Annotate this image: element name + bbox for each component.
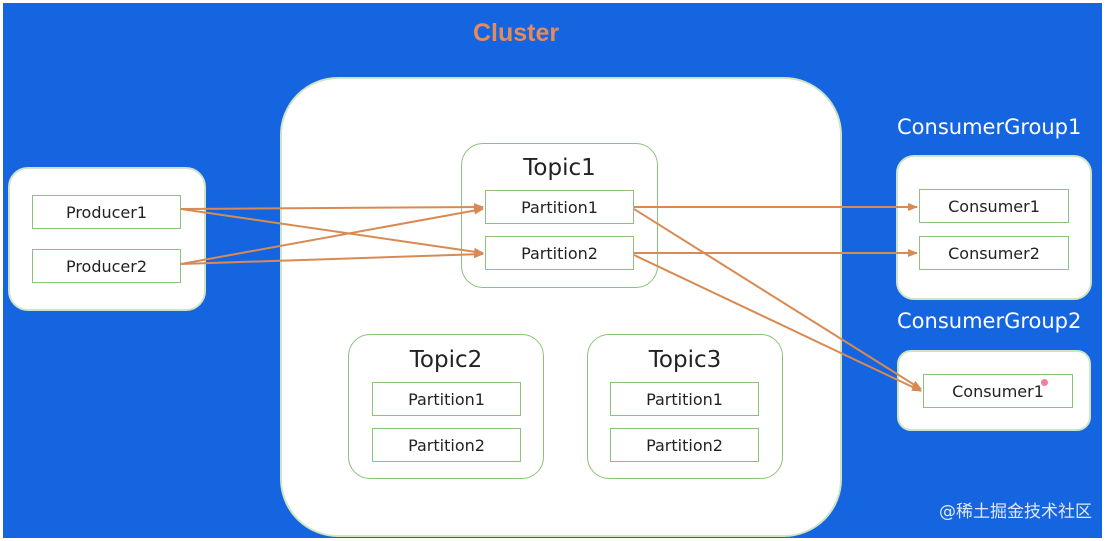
watermark: @稀土掘金技术社区 [939,502,1092,522]
consumer-group-2-label: ConsumerGroup2 [897,309,1082,333]
topic-1-label: Topic1 [523,155,596,181]
consumer-group-2-consumer-1: Consumer1 [923,374,1073,408]
consumer-group-1-label: ConsumerGroup1 [897,115,1082,139]
topic-2-partition-1: Partition1 [372,382,521,416]
topic-1-partition-1: Partition1 [485,190,634,224]
topic-2-partition-2: Partition2 [372,428,521,462]
consumer-group-1-consumer-1: Consumer1 [919,189,1069,223]
producer-1: Producer1 [32,195,181,229]
topic-3-partition-1: Partition1 [610,382,759,416]
producers-panel [8,167,206,311]
consumer-group-1-panel [896,155,1092,300]
topic-3-label: Topic3 [648,347,722,373]
cluster-title: Cluster [473,19,560,47]
diagram-canvas: Cluster Producer1 Producer2 Topic1 Parti… [3,3,1102,538]
topic-3-partition-2: Partition2 [610,428,759,462]
cursor-dot [1041,379,1048,386]
consumer-group-1-consumer-2: Consumer2 [919,236,1069,270]
producer-2: Producer2 [32,249,181,283]
topic-2-label: Topic2 [409,347,483,373]
topic-1-partition-2: Partition2 [485,236,634,270]
